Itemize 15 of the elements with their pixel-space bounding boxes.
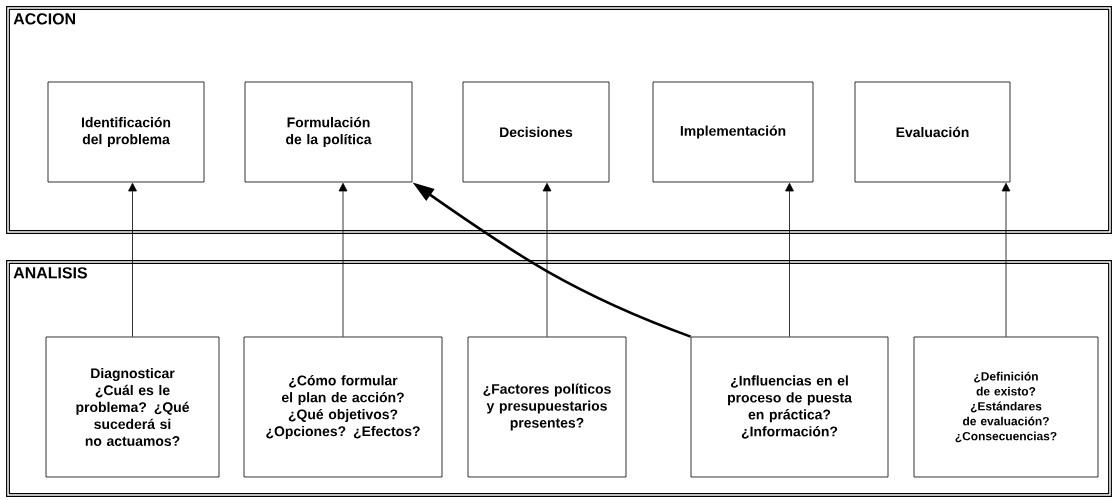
arrow [338,182,348,337]
process-box: Decisiones [462,81,610,183]
arrow [1001,182,1011,337]
process-box: Identificación del problema [47,81,205,183]
arrow [542,182,552,337]
process-box: ¿Cómo formular el plan de acción? ¿Qué objetivos? ¿Opciones? ¿Efectos? [243,336,443,478]
arrow [785,182,794,337]
process-box: Diagnosticar ¿Cuál es le problema? ¿Qué sucederá si no actuamos? [45,336,220,478]
process-box: Implementación [652,81,814,183]
process-box: ¿Factores políticos y presupuestarios presentes? [467,336,627,478]
process-box: ¿Influencias en el proceso de puesta en práctica? ¿Información? [690,336,889,478]
process-box: Evaluación [854,81,1011,183]
process-box: ¿Definición de existo? ¿Estándares de evaluación? ¿Consecuencias? [913,336,1099,478]
process-box: Formulación de la política [244,81,413,183]
arrow [128,182,137,337]
